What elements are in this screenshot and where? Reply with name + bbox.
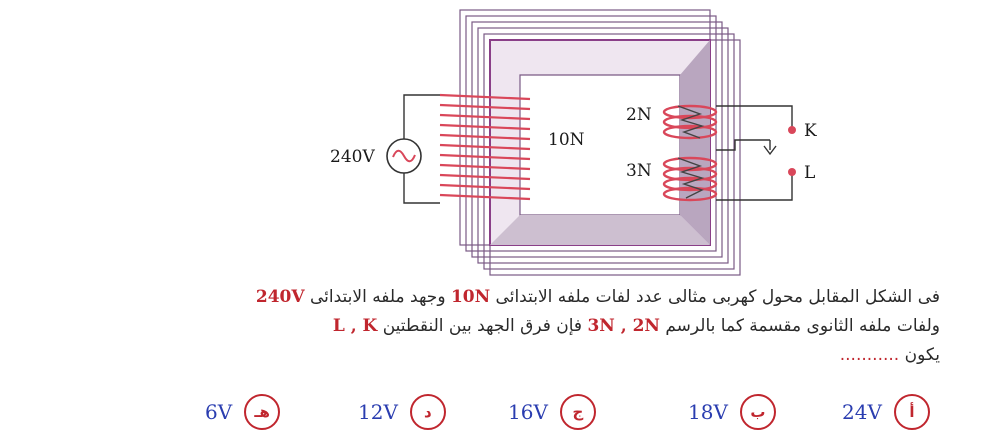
option-d[interactable]: 12V د [358, 390, 446, 434]
option-b[interactable]: 18V ب [688, 390, 776, 434]
option-b-letter: ب [739, 394, 776, 430]
core-bevel-right [680, 40, 710, 245]
option-c[interactable]: 16V ج [508, 390, 596, 434]
question-line-2: ولفات ملفه الثانوى مقسمة كما بالرسم 3N ,… [150, 312, 940, 341]
secondary-top-label: 2N [626, 105, 652, 125]
switch-arrow-icon [763, 145, 777, 156]
option-b-value: 18V [688, 400, 728, 424]
option-a[interactable]: 24V أ [842, 390, 930, 434]
option-c-value: 16V [508, 400, 548, 424]
option-d-letter: د [409, 394, 446, 430]
q1-text-a: فى الشكل المقابل محول كهربى مثالى عدد لف… [490, 287, 940, 307]
q2-text-a: ولفات ملفه الثانوى مقسمة كما بالرسم [659, 316, 940, 336]
secondary-bottom-label: 3N [626, 161, 652, 181]
option-e-letter: هـ [244, 394, 281, 430]
primary-coil [439, 93, 531, 201]
terminal-l-label: L [804, 163, 815, 183]
option-a-value: 24V [842, 400, 882, 424]
sine-wave-icon [392, 149, 416, 163]
primary-wires [403, 94, 440, 204]
terminal-k-dot [788, 126, 796, 134]
transformer-diagram: 240V 10N 2N 3N K L [330, 9, 817, 276]
answer-options: 24V أ 18V ب 16V ج 12V د 6V هـ [0, 390, 991, 440]
terminal-k-label: K [804, 121, 817, 141]
option-e[interactable]: 6V هـ [205, 390, 281, 434]
q2-text-c: فإن فرق الجهد بين النقطتين [377, 316, 588, 336]
q2-points: L , K [332, 316, 378, 336]
option-a-letter: أ [893, 394, 930, 430]
option-e-value: 6V [205, 400, 233, 424]
q1-text-c: وجهد ملفه الابتدائى [304, 287, 451, 307]
question-text: فى الشكل المقابل محول كهربى مثالى عدد لف… [150, 283, 940, 370]
primary-turns-label: 10N [548, 130, 585, 150]
question-line-1: فى الشكل المقابل محول كهربى مثالى عدد لف… [150, 283, 940, 312]
question-line-3: يكون ........... [150, 341, 940, 370]
q2-turns: 3N , 2N [587, 316, 660, 336]
q3-text-a: يكون [899, 345, 940, 365]
source-voltage-label: 240V [330, 147, 375, 167]
secondary-coil-bottom [662, 156, 718, 202]
answer-blank: ........... [839, 345, 900, 365]
secondary-coil-top [662, 104, 718, 140]
secondary-wires [716, 105, 793, 201]
core-window [519, 74, 681, 216]
core-bevel-bottom [490, 215, 710, 245]
q1-voltage: 240V [255, 287, 305, 307]
option-d-value: 12V [358, 400, 398, 424]
terminal-l-dot [788, 168, 796, 176]
option-c-letter: ج [559, 394, 596, 430]
q1-turns: 10N [450, 287, 491, 307]
